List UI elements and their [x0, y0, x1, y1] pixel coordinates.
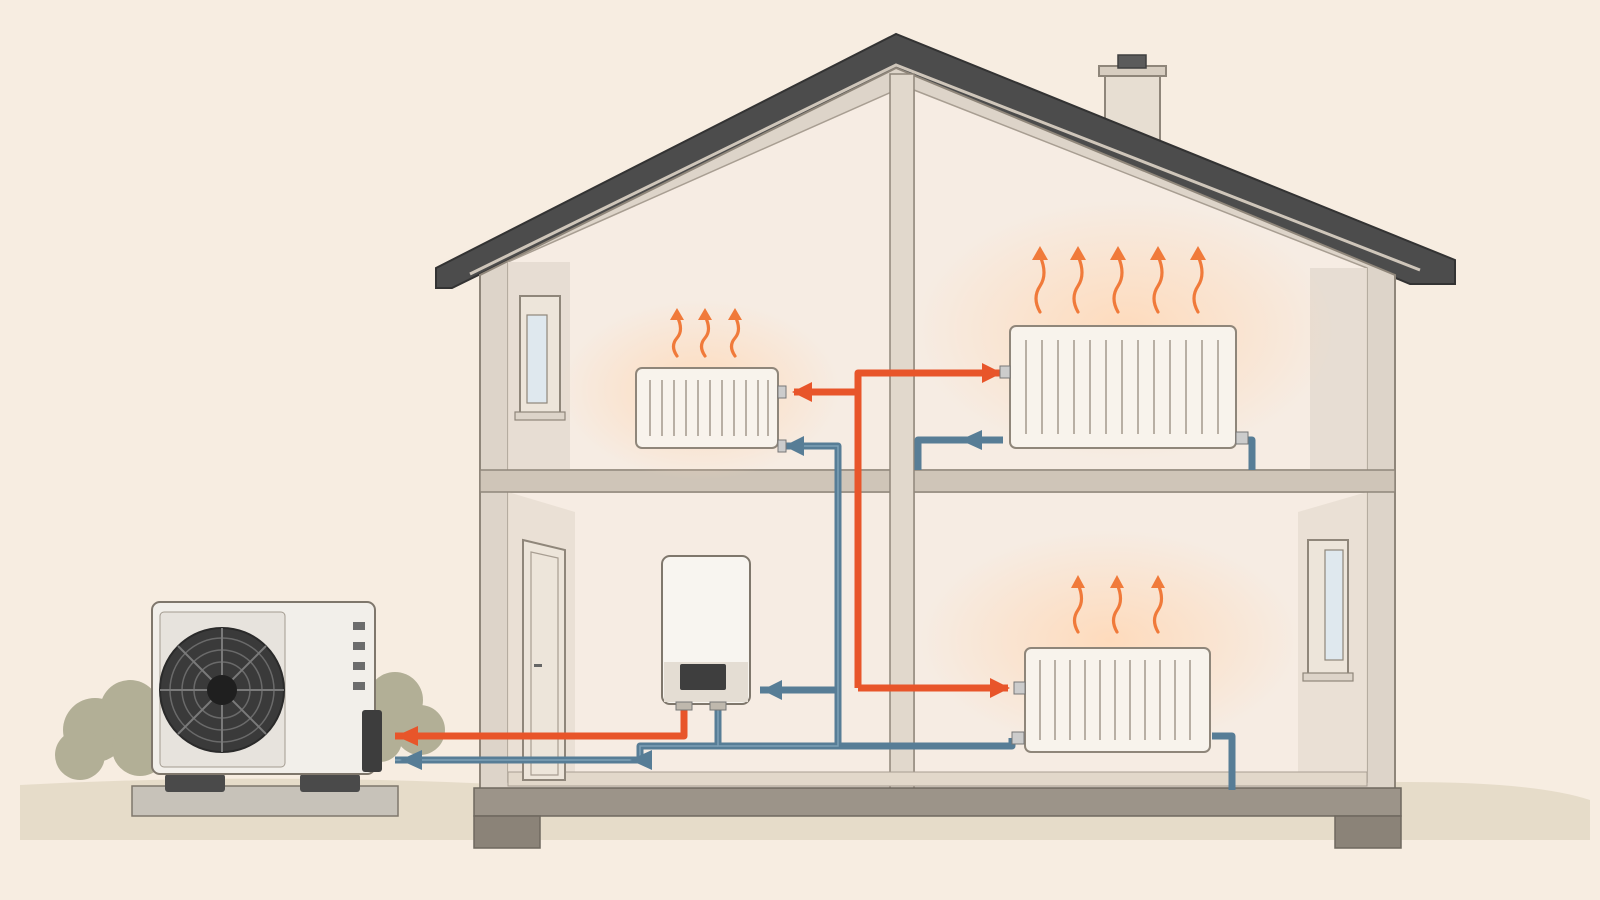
- vent-slots: [353, 622, 365, 690]
- floor-slab: [479, 469, 1396, 493]
- display-panel-icon: [680, 664, 726, 690]
- roof: [435, 32, 1456, 289]
- flow-arrows: [396, 363, 1010, 746]
- radiator-fins: [1025, 340, 1219, 434]
- foundation: [473, 787, 1402, 817]
- return-arrows: [400, 430, 982, 770]
- outdoor-unit: [131, 601, 399, 817]
- radiator-upstairs-left: [635, 367, 787, 453]
- heat-wave-arrowheads: [670, 246, 1206, 588]
- bush-left: [55, 680, 168, 780]
- flow-pipes: [395, 369, 1008, 740]
- radiator-upstairs-right: [999, 325, 1249, 449]
- door-handle: [534, 664, 542, 667]
- window-downstairs-right: [1302, 539, 1354, 682]
- indoor-unit: [661, 555, 751, 711]
- radiator-downstairs-right: [1011, 647, 1211, 753]
- radiator-fins: [649, 380, 769, 436]
- center-wall: [889, 73, 915, 801]
- heat-waves: [671, 254, 1204, 634]
- window-upstairs-left: [514, 295, 566, 421]
- radiator-fins: [1039, 660, 1191, 740]
- door: [522, 538, 566, 781]
- fan-icon: [159, 627, 285, 753]
